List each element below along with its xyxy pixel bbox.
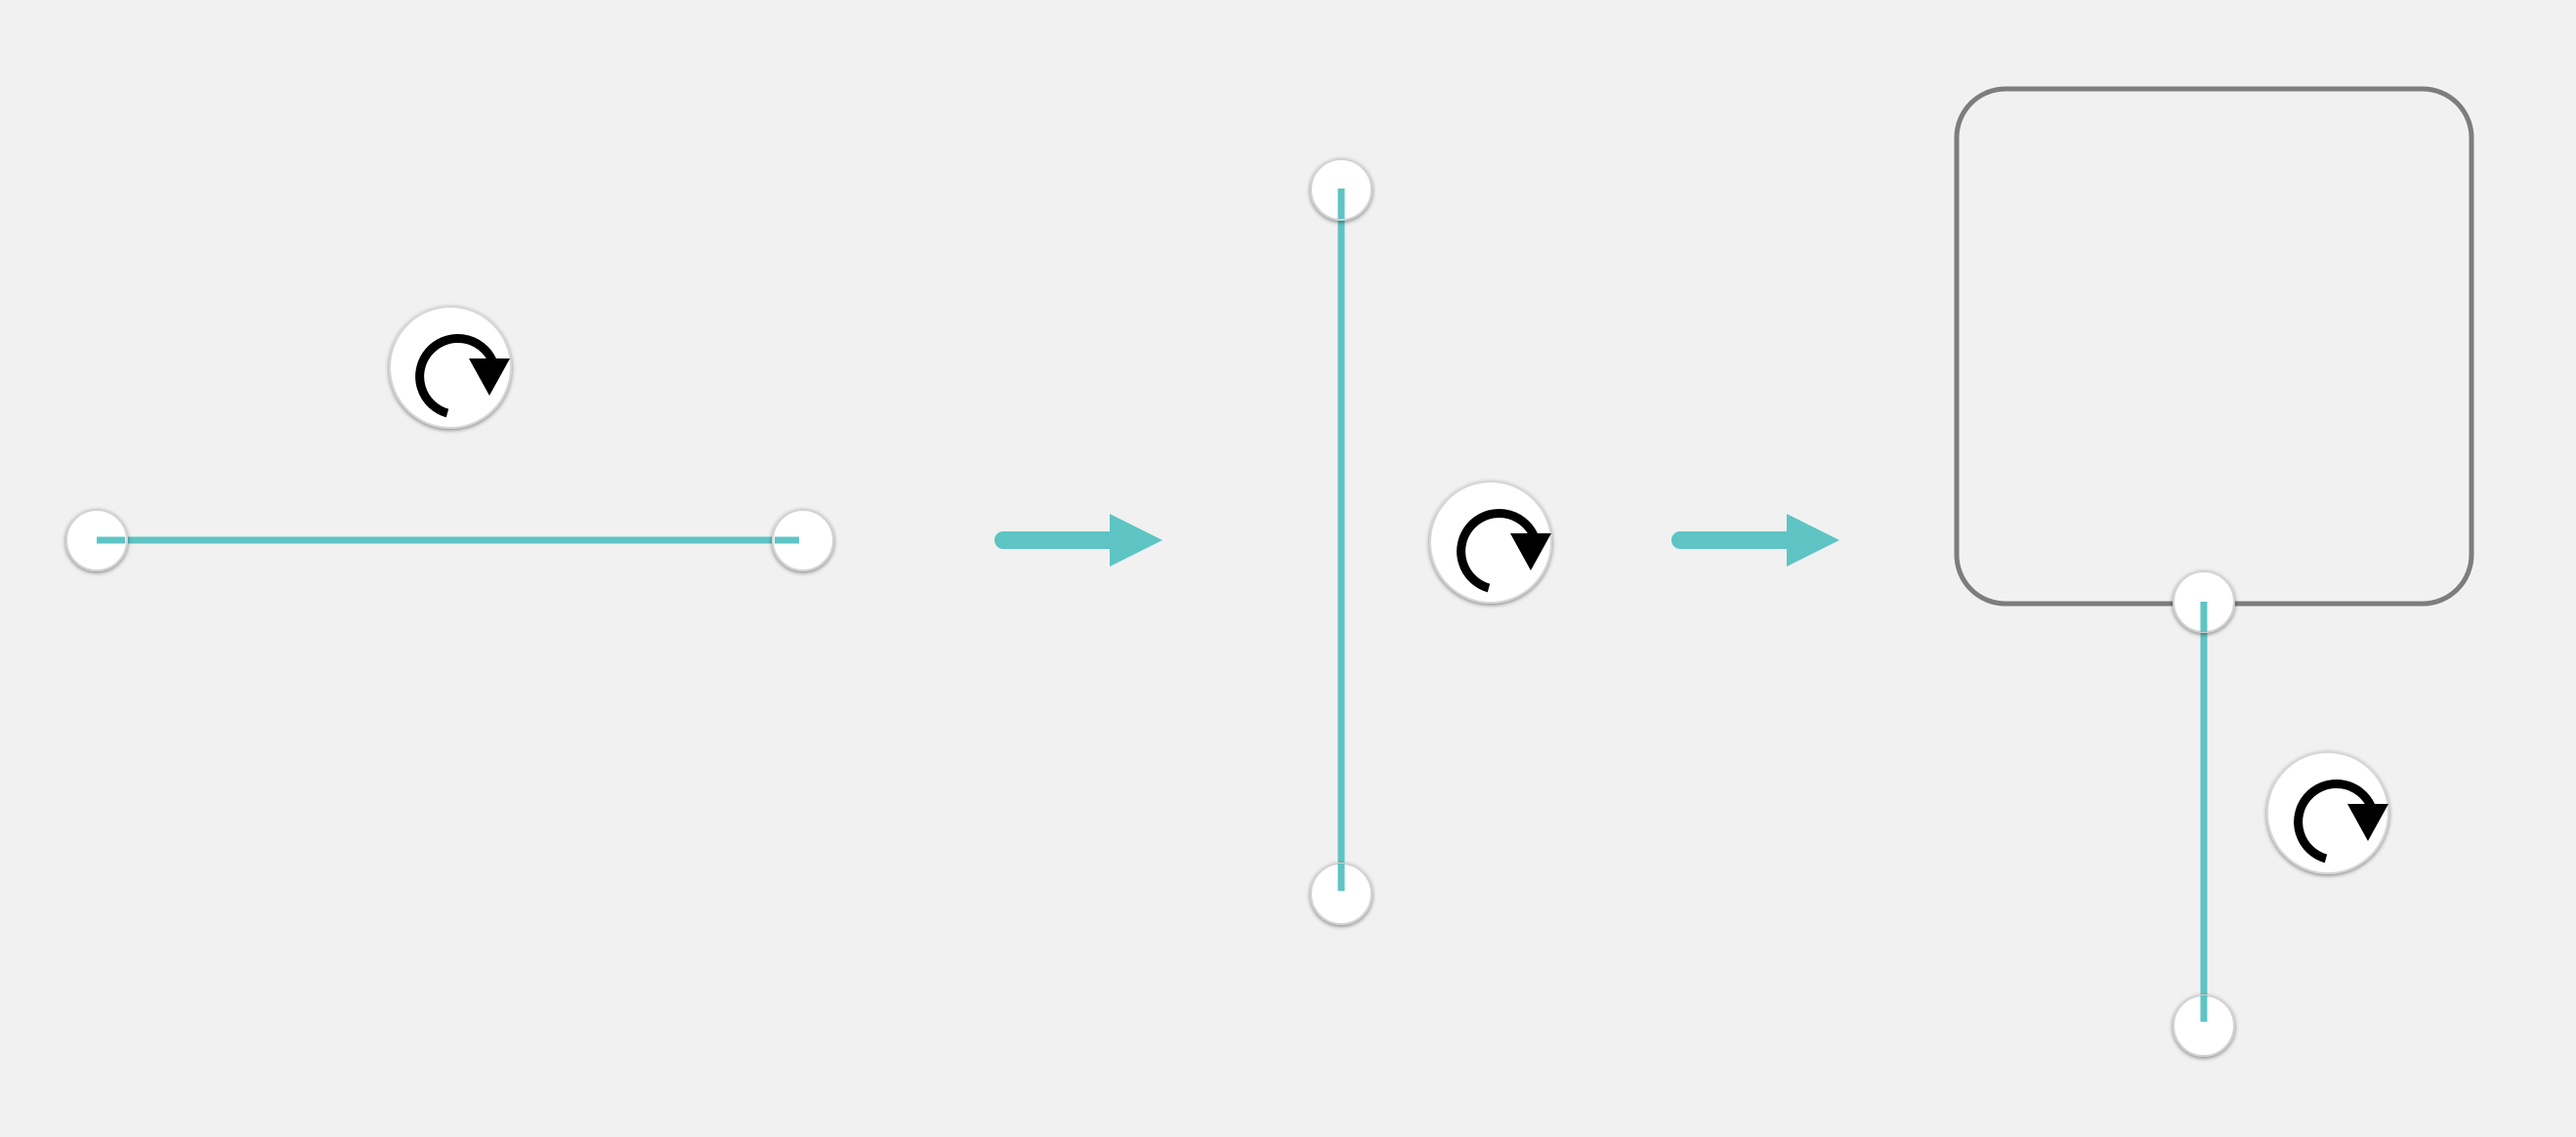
step-vertical-connector <box>1310 158 1551 925</box>
rotate-clockwise-button[interactable] <box>1429 481 1551 604</box>
step-connector-attached-to-shape <box>1954 86 2474 1057</box>
rounded-rectangle-shape[interactable] <box>1954 86 2474 607</box>
right-arrow-icon <box>994 514 1162 567</box>
connector-start-handle[interactable] <box>65 509 128 571</box>
right-arrow-icon <box>1671 514 1839 567</box>
connector-end-handle[interactable] <box>772 509 834 571</box>
connector-end-handle[interactable] <box>2173 994 2235 1057</box>
connector-attach-handle[interactable] <box>2173 570 2235 633</box>
connector-end-handle[interactable] <box>1310 863 1372 925</box>
rotate-clockwise-button[interactable] <box>389 306 511 429</box>
step-horizontal-connector <box>65 306 834 571</box>
connector-start-handle[interactable] <box>1310 158 1372 221</box>
rotate-clockwise-button[interactable] <box>2266 751 2388 874</box>
